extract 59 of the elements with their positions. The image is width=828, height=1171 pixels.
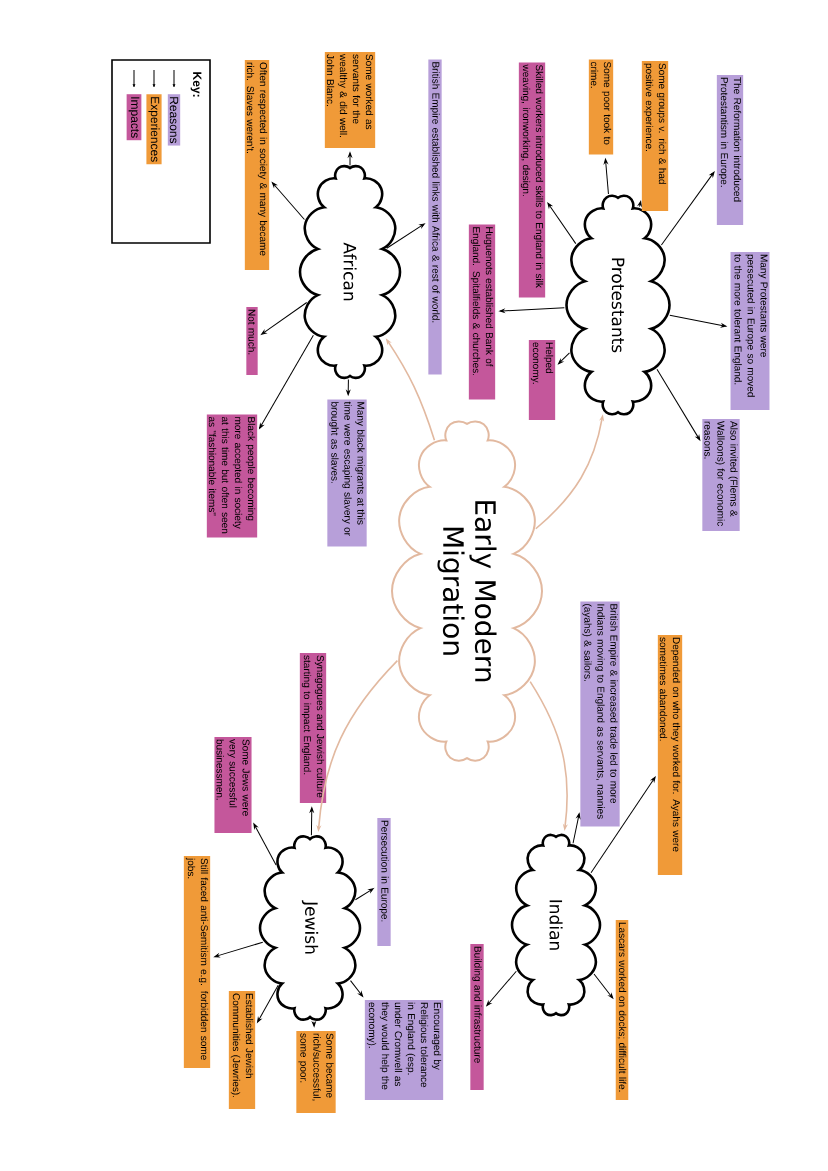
arrow [348,152,352,166]
highlighted-note: The Reformation introduced Protestantism in Europe. [716,75,744,225]
highlighted-note: Encouraged by Religious tolerance in England (esp. under Cromwell as they would help the economy). [364,1000,444,1100]
arrow [350,980,364,997]
highlighted-note: Some groups v. rich & had positive experience. [641,61,669,211]
cloud-bubble: African [298,164,402,380]
cloud-bubble: Indian [510,833,602,1017]
legend-label: Impacts [126,94,142,141]
arrow [354,888,374,901]
arrow [590,776,656,874]
arrow [261,302,308,335]
arrow [558,352,570,365]
highlighted-note: British Empire established links with Africa & rest of world. [428,59,442,375]
arrow [603,158,609,195]
arrow [547,202,577,245]
arrow [259,334,314,429]
highlighted-note: Some Jews were very successful businessmen. [214,737,252,833]
highlighted-note: Black people becoming more accepted in society at this time but often seen as "fashionable items" [206,414,258,538]
cloud-bubble: Protestants [565,194,671,416]
arrow [214,941,264,958]
legend-label: Reasons [167,94,181,146]
highlighted-note: Not much. [246,307,258,375]
highlighted-note: Some poor took to crime. [588,59,614,155]
arrow [660,171,715,246]
highlighted-note: Synagogues and Jewish culture starting to impact England. [299,653,327,803]
highlighted-note: Huguenots established Bank of England. Spitalfields & churches. [468,224,496,400]
highlighted-note: Some worked as servants for the wealthy & did well. John Blanc. [324,52,376,148]
highlighted-note: Persecution in Europe. [377,818,391,946]
highlighted-note: Depended on who they worked for. Ayahs were sometimes abandoned. [657,635,683,875]
arrow [638,200,642,208]
legend-label: Experiences [146,94,162,165]
highlighted-note: Building and infrastructure [470,944,484,1090]
arrow [499,307,565,313]
highlighted-note: British Empire & increased trade led to more Indians moving to England as servants, nannies (ayahs) & sailors. [580,601,620,827]
cloud-bubble: Jewish [258,835,362,1021]
highlighted-note: Lascars worked on docks; difficult life. [615,920,629,1100]
highlighted-note: Many Protestants were persecuted in Europe so moved to the more tolerant England. [730,252,770,410]
arrow [669,314,727,328]
arrow [486,970,517,1007]
arrow [253,823,277,866]
highlighted-note: Often respected in society & many became rich. Slaves weren't. [244,60,270,270]
arrow [257,984,279,1023]
arrow [271,182,305,221]
highlighted-note: Also invited (Flems & Walloons) for economic reasons. [702,419,740,531]
arrow [386,223,425,249]
highlighted-note: Skilled workers introduced skills to England in silk weaving, ironworking, design. [518,62,546,298]
highlighted-note: Established Jewish Communities (Jewries). [228,991,256,1109]
arrow [309,807,314,836]
arrow [656,368,701,441]
highlighted-note: Some became rich/successful, some poor. [296,1031,336,1113]
highlighted-note: Many black migrants at this time were escaping slavery or brought as slaves. [327,399,367,547]
cloud-bubble: Early Modern Migration [391,420,543,762]
arrow [312,1021,316,1027]
legend-title: Key: [190,72,202,97]
arrow [593,973,614,999]
highlighted-note: Helped economy. [528,340,556,420]
highlighted-note: Still faced anti-Semitism e.g. forbidden some jobs. [183,856,211,1068]
arrow [346,378,351,396]
arrow [572,813,581,844]
